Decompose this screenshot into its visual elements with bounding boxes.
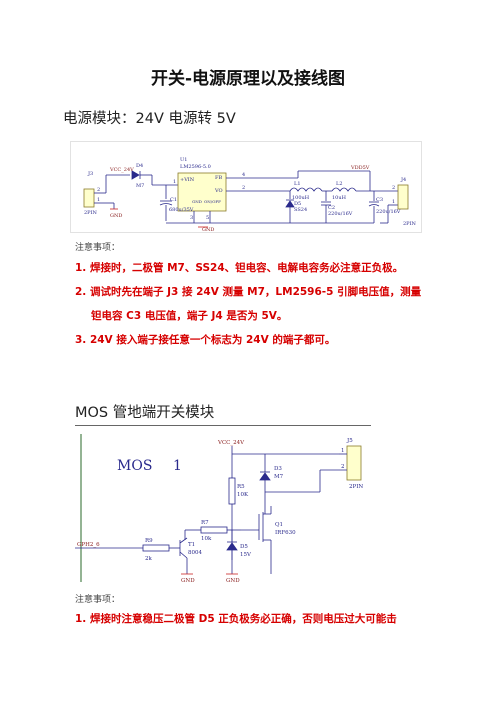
note-label-1: 注意事项：	[75, 243, 121, 253]
r9-value: 2k	[145, 556, 152, 562]
c3-label: C3	[376, 197, 383, 203]
u1-vo-pin: VO	[214, 188, 223, 194]
r5-label: R5	[237, 484, 245, 490]
j3-pin1: 1	[97, 197, 100, 203]
mos-switch-schematic: MOS 1 VCC_24V J5 2PIN 1 2 D3 M7 R5 10K Q…	[75, 434, 363, 584]
page-title: 开关-电源原理以及接线图	[150, 69, 346, 89]
d3-label: D3	[274, 466, 282, 472]
vdd5-label: VDD5V	[350, 165, 370, 171]
d5-label: D5	[294, 201, 301, 207]
note-item-2: 2. 调试时先在端子 J3 接 24V 测量 M7，LM2596-5 引脚电压值…	[75, 286, 422, 298]
gph2-6-label: GPH2_6	[77, 542, 100, 548]
d5-part: SS24	[294, 207, 307, 213]
u1-vin-pin: +VIN	[180, 177, 195, 183]
mos-index: 1	[173, 458, 182, 474]
gnd2-label: GND	[202, 227, 214, 233]
note-item-mos-1: 1. 焊接时注意稳压二极管 D5 正负极务必正确，否则电压过大可能击	[75, 613, 397, 625]
u1-pin3: 3	[190, 215, 193, 221]
j4-pin1: 1	[392, 199, 395, 205]
d5-part-2: 15V	[240, 552, 252, 558]
j5-label: J5	[346, 438, 353, 444]
t1-part: 8004	[188, 550, 202, 556]
u1-pin5: 5	[206, 215, 209, 221]
vcc24-label: VCC_24V	[109, 167, 134, 173]
r9-label: R9	[145, 538, 153, 544]
section-heading-mos-module: MOS 管地端开关模块	[75, 405, 215, 421]
gnd-label: GND	[110, 213, 122, 219]
mos-label: MOS	[117, 458, 152, 474]
d4-part: M7	[136, 183, 144, 189]
vcc24-label-2: VCC_24V	[217, 440, 245, 446]
l2-value: 10uH	[332, 195, 347, 201]
u1-gnd-pin: GND	[192, 199, 202, 204]
j5-pin2: 2	[341, 464, 345, 470]
j5-type: 2PIN	[349, 484, 363, 490]
q1-part: IRF630	[275, 530, 296, 536]
c2-value: 220u/16V	[328, 211, 353, 217]
l1-label: L1	[294, 181, 301, 187]
section-heading-power-module: 电源模块：24V 电源转 5V	[63, 111, 236, 127]
c2-label: C2	[328, 205, 335, 211]
u1-pin2: 2	[242, 185, 245, 191]
power-module-schematic: J3 2PIN 2 1 VCC_24V GND D4 M7 U1 LM2596-…	[70, 141, 422, 233]
j3-label: J3	[87, 171, 93, 177]
u1-label: U1	[180, 157, 187, 163]
note-item-2-cont: 钽电容 C3 电压值，端子 J4 是否为 5V。	[91, 310, 288, 322]
j4-label: J4	[400, 177, 406, 183]
c3-value: 220u/16V	[376, 209, 401, 215]
d4-label: D4	[136, 163, 143, 169]
note-label-2: 注意事项：	[75, 595, 121, 605]
u1-onoff-pin: ON/OFF	[204, 199, 221, 204]
j4-pin2: 2	[392, 185, 395, 191]
u1-part: LM2596-5.0	[180, 164, 211, 170]
r7-label: R7	[201, 520, 209, 526]
note-item-3: 3. 24V 接入端子接任意一个标志为 24V 的端子都可。	[75, 334, 336, 346]
heading-rule	[75, 425, 371, 426]
u1-fb-pin: FB	[215, 175, 222, 181]
j3-pin2: 2	[97, 187, 100, 193]
l1-value: 100uH	[292, 195, 310, 201]
c1-value: 680u/35V	[169, 207, 194, 213]
j5-pin1: 1	[341, 448, 345, 454]
r7-value: 10k	[201, 536, 212, 542]
gnd-label-t1: GND	[181, 578, 195, 584]
t1-label: T1	[188, 542, 195, 548]
d3-part: M7	[274, 474, 284, 480]
r5-value: 10K	[237, 492, 249, 498]
j3-type: 2PIN	[84, 210, 98, 216]
note-item-1: 1. 焊接时，二极管 M7、SS24、钽电容、电解电容务必注意正负极。	[75, 262, 404, 274]
u1-pin4: 4	[242, 172, 245, 178]
gnd-label-d5: GND	[226, 578, 240, 584]
c1-label: C1	[170, 197, 177, 203]
d5-label-2: D5	[240, 544, 248, 550]
u1-pin1: 1	[173, 179, 176, 185]
q1-label: Q1	[275, 522, 283, 528]
l2-label: L2	[336, 181, 343, 187]
j4-type: 2PIN	[403, 221, 417, 227]
